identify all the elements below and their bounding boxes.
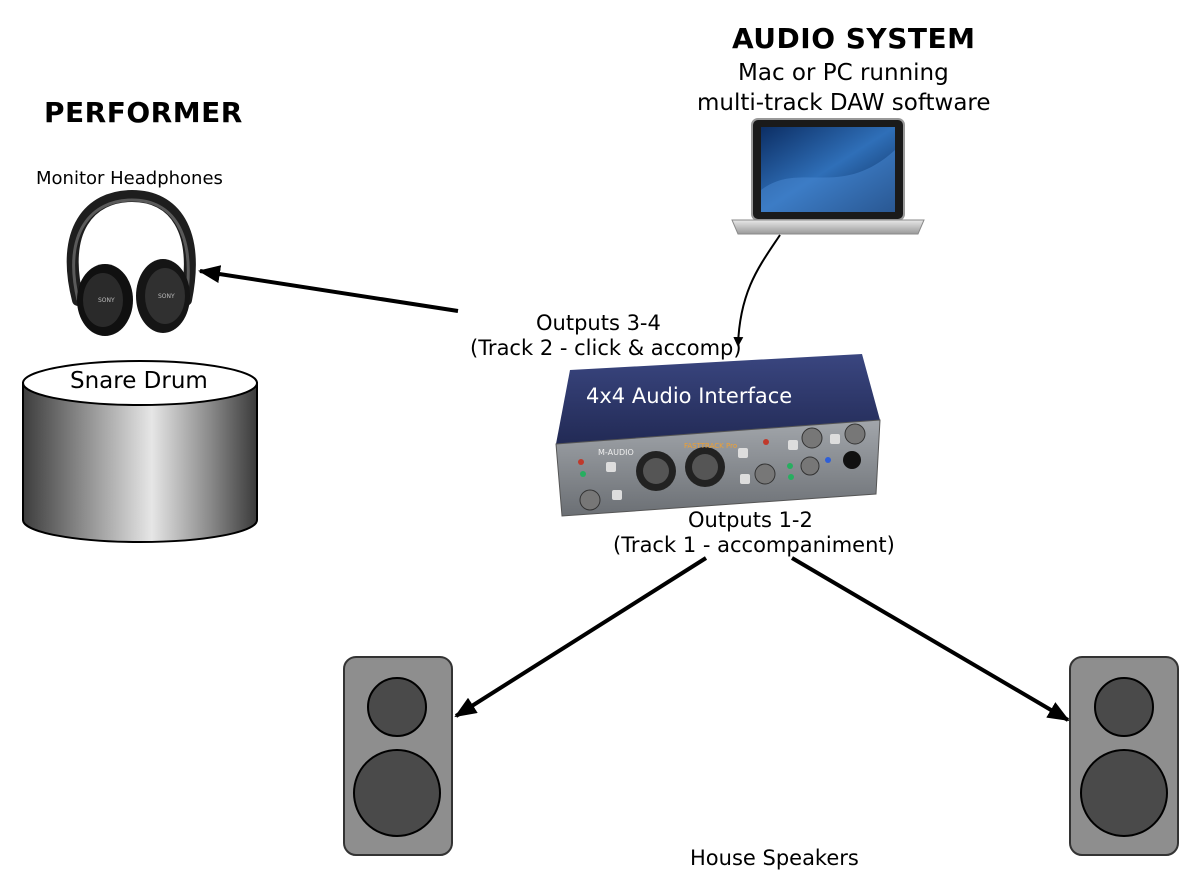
outputs-3-4-line2: (Track 2 - click & accomp) bbox=[470, 336, 742, 360]
headphones-icon: SONY SONY bbox=[66, 189, 196, 336]
arrow-to-right-speaker bbox=[790, 556, 1070, 722]
outputs-1-2-line2: (Track 1 - accompaniment) bbox=[613, 533, 895, 557]
monitor-headphones-label: Monitor Headphones bbox=[36, 168, 223, 189]
audio-system-title: AUDIO SYSTEM bbox=[732, 22, 976, 55]
outputs-1-2-line1: Outputs 1-2 bbox=[688, 508, 813, 532]
arrow-to-left-speaker bbox=[454, 556, 708, 718]
audio-system-line2: multi-track DAW software bbox=[697, 90, 991, 116]
snare-drum-label: Snare Drum bbox=[70, 368, 208, 394]
svg-text:SONY: SONY bbox=[158, 293, 175, 300]
performer-title: PERFORMER bbox=[44, 96, 243, 129]
house-speakers-label: House Speakers bbox=[690, 846, 859, 870]
usb-cable bbox=[733, 234, 781, 347]
svg-text:SONY: SONY bbox=[98, 297, 115, 304]
audio-system-line1: Mac or PC running bbox=[738, 60, 949, 86]
outputs-3-4-line1: Outputs 3-4 bbox=[536, 311, 661, 335]
right-speaker-icon bbox=[1069, 656, 1179, 856]
laptop-icon bbox=[731, 118, 925, 235]
interface-model-text: FASTTRACK Pro bbox=[684, 442, 737, 450]
snare-drum-icon bbox=[22, 360, 258, 543]
left-speaker-icon bbox=[343, 656, 453, 856]
audio-interface-icon: M-AUDIO FASTTRACK Pro bbox=[555, 354, 881, 517]
interface-brand-text: M-AUDIO bbox=[598, 448, 634, 457]
arrow-to-headphones bbox=[198, 265, 459, 313]
audio-interface-label: 4x4 Audio Interface bbox=[586, 384, 793, 408]
